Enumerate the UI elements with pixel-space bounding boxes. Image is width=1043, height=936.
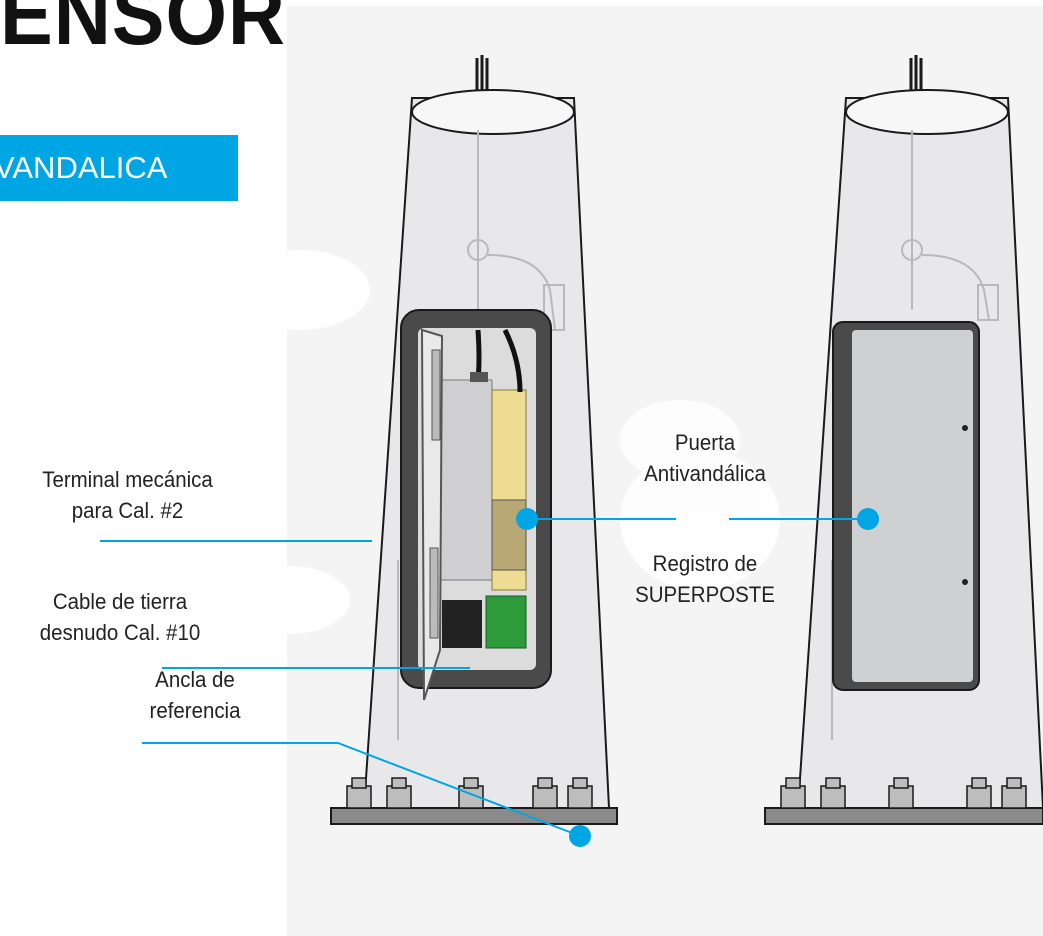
base-plate-left	[330, 807, 618, 825]
equipment-heatsink	[442, 600, 482, 648]
label-registro: Registro de SUPERPOSTE	[635, 551, 775, 607]
callout-line-ancla	[142, 742, 581, 837]
callout-dot-terminal	[516, 508, 538, 530]
page-title: ENSOR	[0, 0, 286, 63]
section-banner: VANDALICA	[0, 135, 238, 201]
callout-dot-door	[857, 508, 879, 530]
right-pole	[764, 55, 1043, 825]
base-plate-right	[764, 807, 1043, 825]
door-lock-top	[962, 425, 968, 431]
equipment-green-block	[485, 595, 527, 649]
equipment-box	[439, 379, 493, 581]
callout-dots	[516, 508, 879, 847]
callout-lines	[100, 518, 868, 837]
door-lock-bottom	[962, 579, 968, 585]
label-terminal: Terminal mecánica para Cal. #2	[42, 467, 213, 523]
label-cable: Cable de tierra desnudo Cal. #10	[39, 589, 201, 645]
label-puerta: Puerta Antivandálica	[644, 430, 766, 486]
internal-hardware-left	[397, 130, 565, 740]
anchor-nuts-right	[780, 777, 1027, 809]
pole-top-right	[845, 89, 1009, 135]
anchor-nuts-left	[346, 777, 593, 809]
label-ancla: Ancla de referencia	[149, 667, 241, 723]
cloud-blobs	[230, 250, 780, 634]
closed-door-panel	[852, 330, 973, 682]
left-pole	[330, 55, 618, 825]
callout-dot-anchor	[569, 825, 591, 847]
pole-top-left	[411, 89, 575, 135]
